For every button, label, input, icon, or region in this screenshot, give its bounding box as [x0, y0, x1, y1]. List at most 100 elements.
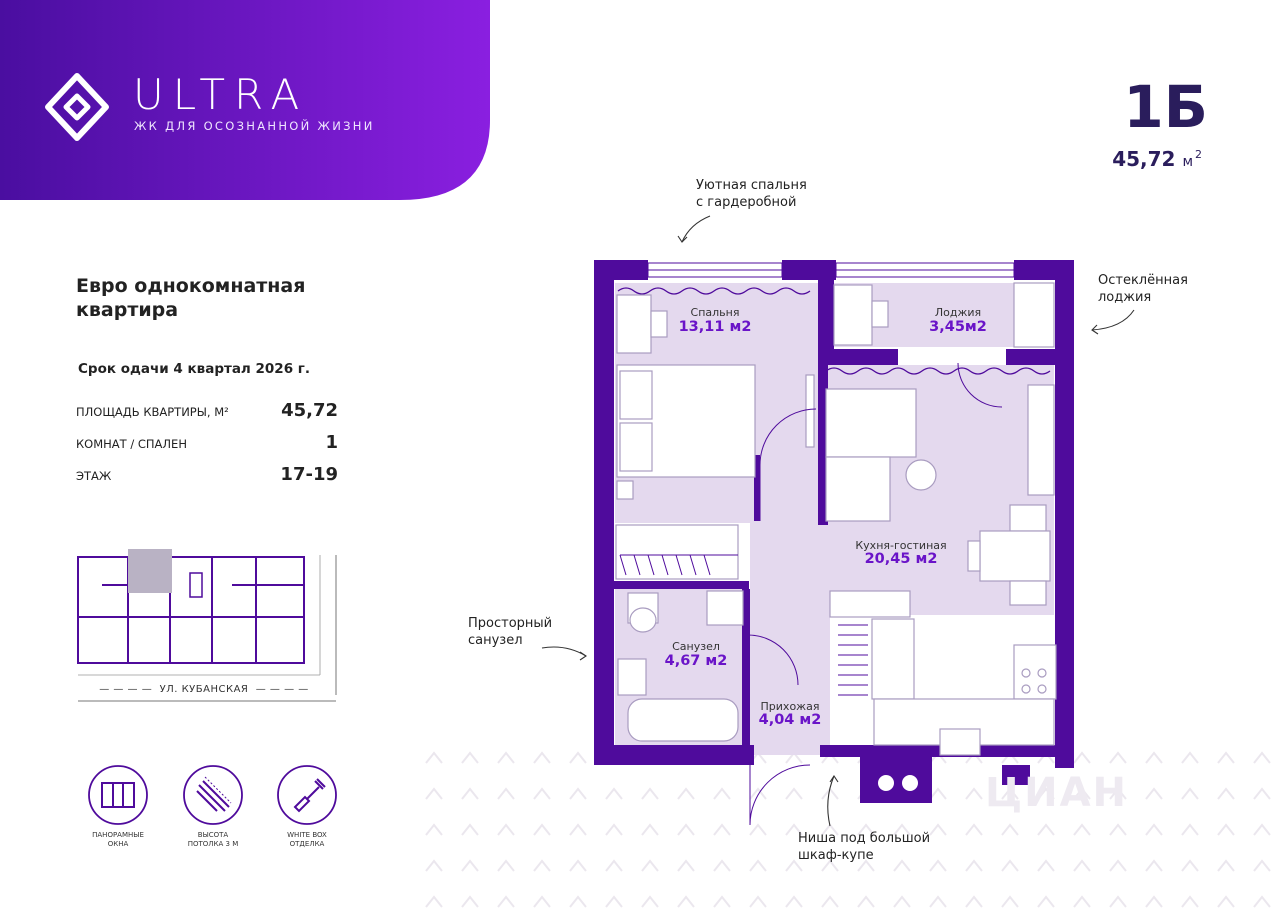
feature-label-windows: ПАНОРАМНЫЕ ОКНА	[68, 831, 168, 848]
chevron-pattern-mark	[1253, 895, 1271, 908]
chevron-pattern-mark	[1109, 751, 1127, 764]
chevron-pattern-mark	[605, 787, 623, 800]
chevron-pattern-mark	[425, 787, 443, 800]
chevron-pattern-mark	[569, 787, 587, 800]
chevron-pattern-mark	[533, 751, 551, 764]
chevron-pattern-mark	[965, 859, 983, 872]
street-label: — — — — УЛ. КУБАНСКАЯ — — — —	[99, 684, 309, 695]
spec-label-area: ПЛОЩАДЬ КВАРТИРЫ, М²	[76, 405, 229, 419]
site-plan-highlighted-unit	[128, 549, 172, 593]
feature-label-whitebox-line2: ОТДЕЛКА	[289, 839, 325, 848]
brand-name: ULTRA	[133, 70, 309, 119]
panoramic-window-icon	[88, 765, 148, 825]
callout-bathroom-line1: Просторный	[468, 616, 553, 631]
chevron-pattern-mark	[1145, 823, 1163, 836]
room-area-kitchen: 20,45 м2	[864, 551, 938, 567]
chevron-pattern-mark	[533, 823, 551, 836]
chevron-pattern-mark	[1145, 859, 1163, 872]
chevron-pattern-mark	[425, 751, 443, 764]
chevron-pattern-mark	[461, 823, 479, 836]
chevron-pattern-mark	[1073, 787, 1091, 800]
chevron-pattern-mark	[569, 823, 587, 836]
chevron-pattern-mark	[1145, 751, 1163, 764]
callout-loggia-line2: лоджия	[1098, 290, 1152, 305]
spec-value-floor: 17-19	[280, 464, 338, 485]
callout-wardrobe: Ниша под большой шкаф-купе	[798, 830, 930, 864]
chevron-pattern-mark	[929, 823, 947, 836]
chevron-pattern-mark	[1145, 787, 1163, 800]
chevron-pattern-mark	[533, 859, 551, 872]
callout-wardrobe-line2: шкаф-купе	[798, 848, 874, 863]
room-name-kitchen: Кухня-гостиная	[855, 539, 947, 552]
chevron-pattern-mark	[1253, 859, 1271, 872]
chevron-pattern-mark	[1181, 859, 1199, 872]
room-name-loggia: Лоджия	[934, 306, 982, 319]
arrow-bedroom-icon	[681, 215, 711, 243]
chevron-pattern-mark	[749, 787, 767, 800]
chevron-pattern-mark	[569, 859, 587, 872]
callout-loggia: Остеклённая лоджия	[1098, 272, 1188, 306]
chevron-pattern-mark	[497, 823, 515, 836]
chevron-pattern-mark	[713, 859, 731, 872]
chevron-pattern-mark	[893, 823, 911, 836]
room-area-loggia: 3,45м2	[929, 319, 987, 335]
chevron-pattern-mark	[677, 859, 695, 872]
callout-bathroom-line2: санузел	[468, 633, 523, 648]
chevron-pattern-mark	[965, 823, 983, 836]
spec-label-floor: ЭТАЖ	[76, 469, 112, 483]
chevron-pattern-mark	[1217, 787, 1235, 800]
chevron-pattern-mark	[497, 751, 515, 764]
chevron-pattern-mark	[605, 859, 623, 872]
room-area-bedroom: 13,11 м2	[678, 319, 752, 335]
chevron-pattern-mark	[821, 895, 839, 908]
watermark-logo: ЦИАН	[985, 770, 1129, 816]
callout-loggia-line1: Остеклённая	[1098, 273, 1188, 288]
apartment-area-value: 45,72	[1112, 147, 1176, 171]
brand-header-background	[0, 0, 490, 200]
chevron-pattern-mark	[461, 859, 479, 872]
spec-value-area: 45,72	[281, 400, 338, 421]
chevron-pattern-mark	[1253, 823, 1271, 836]
chevron-pattern-mark	[461, 787, 479, 800]
chevron-pattern-mark	[605, 895, 623, 908]
chevron-pattern-mark	[1145, 895, 1163, 908]
chevron-pattern-mark	[749, 823, 767, 836]
chevron-pattern-mark	[857, 895, 875, 908]
chevron-pattern-mark	[1037, 859, 1055, 872]
chevron-pattern-mark	[749, 859, 767, 872]
chevron-pattern-mark	[1181, 787, 1199, 800]
chevron-pattern-mark	[461, 895, 479, 908]
room-area-hallway: 4,04 м2	[758, 712, 822, 728]
chevron-pattern-mark	[677, 895, 695, 908]
room-area-bathroom: 4,67 м2	[664, 653, 728, 669]
chevron-pattern-mark	[1181, 895, 1199, 908]
chevron-pattern-background	[425, 751, 1271, 908]
chevron-pattern-mark	[641, 895, 659, 908]
chevron-pattern-mark	[1037, 823, 1055, 836]
floor-plan	[594, 260, 1074, 826]
callout-bathroom: Просторный санузел	[468, 615, 552, 649]
chevron-pattern-mark	[605, 823, 623, 836]
ultra-logo-icon	[45, 73, 109, 141]
chevron-pattern-mark	[641, 859, 659, 872]
chevron-pattern-mark	[713, 823, 731, 836]
chevron-pattern-mark	[641, 823, 659, 836]
feature-label-windows-line1: ПАНОРАМНЫЕ	[92, 831, 144, 839]
apartment-title: Евро однокомнатная квартира	[76, 275, 306, 321]
chevron-pattern-mark	[425, 895, 443, 908]
chevron-pattern-mark	[569, 751, 587, 764]
chevron-pattern-mark	[1001, 895, 1019, 908]
chevron-pattern-mark	[1217, 895, 1235, 908]
room-name-bedroom: Спальня	[690, 306, 740, 319]
chevron-pattern-mark	[1001, 787, 1019, 800]
feature-label-ceiling-line1: ВЫСОТА	[197, 831, 229, 839]
chevron-pattern-mark	[1109, 895, 1127, 908]
chevron-pattern-mark	[1217, 859, 1235, 872]
hallway-area	[750, 465, 830, 755]
callout-bedroom-line2: с гардеробной	[696, 195, 797, 210]
feature-label-whitebox-line1: WHITE BOX	[287, 831, 327, 839]
chevron-pattern-mark	[1109, 859, 1127, 872]
callout-bedroom: Уютная спальня с гардеробной	[696, 177, 807, 211]
chevron-pattern-mark	[713, 787, 731, 800]
